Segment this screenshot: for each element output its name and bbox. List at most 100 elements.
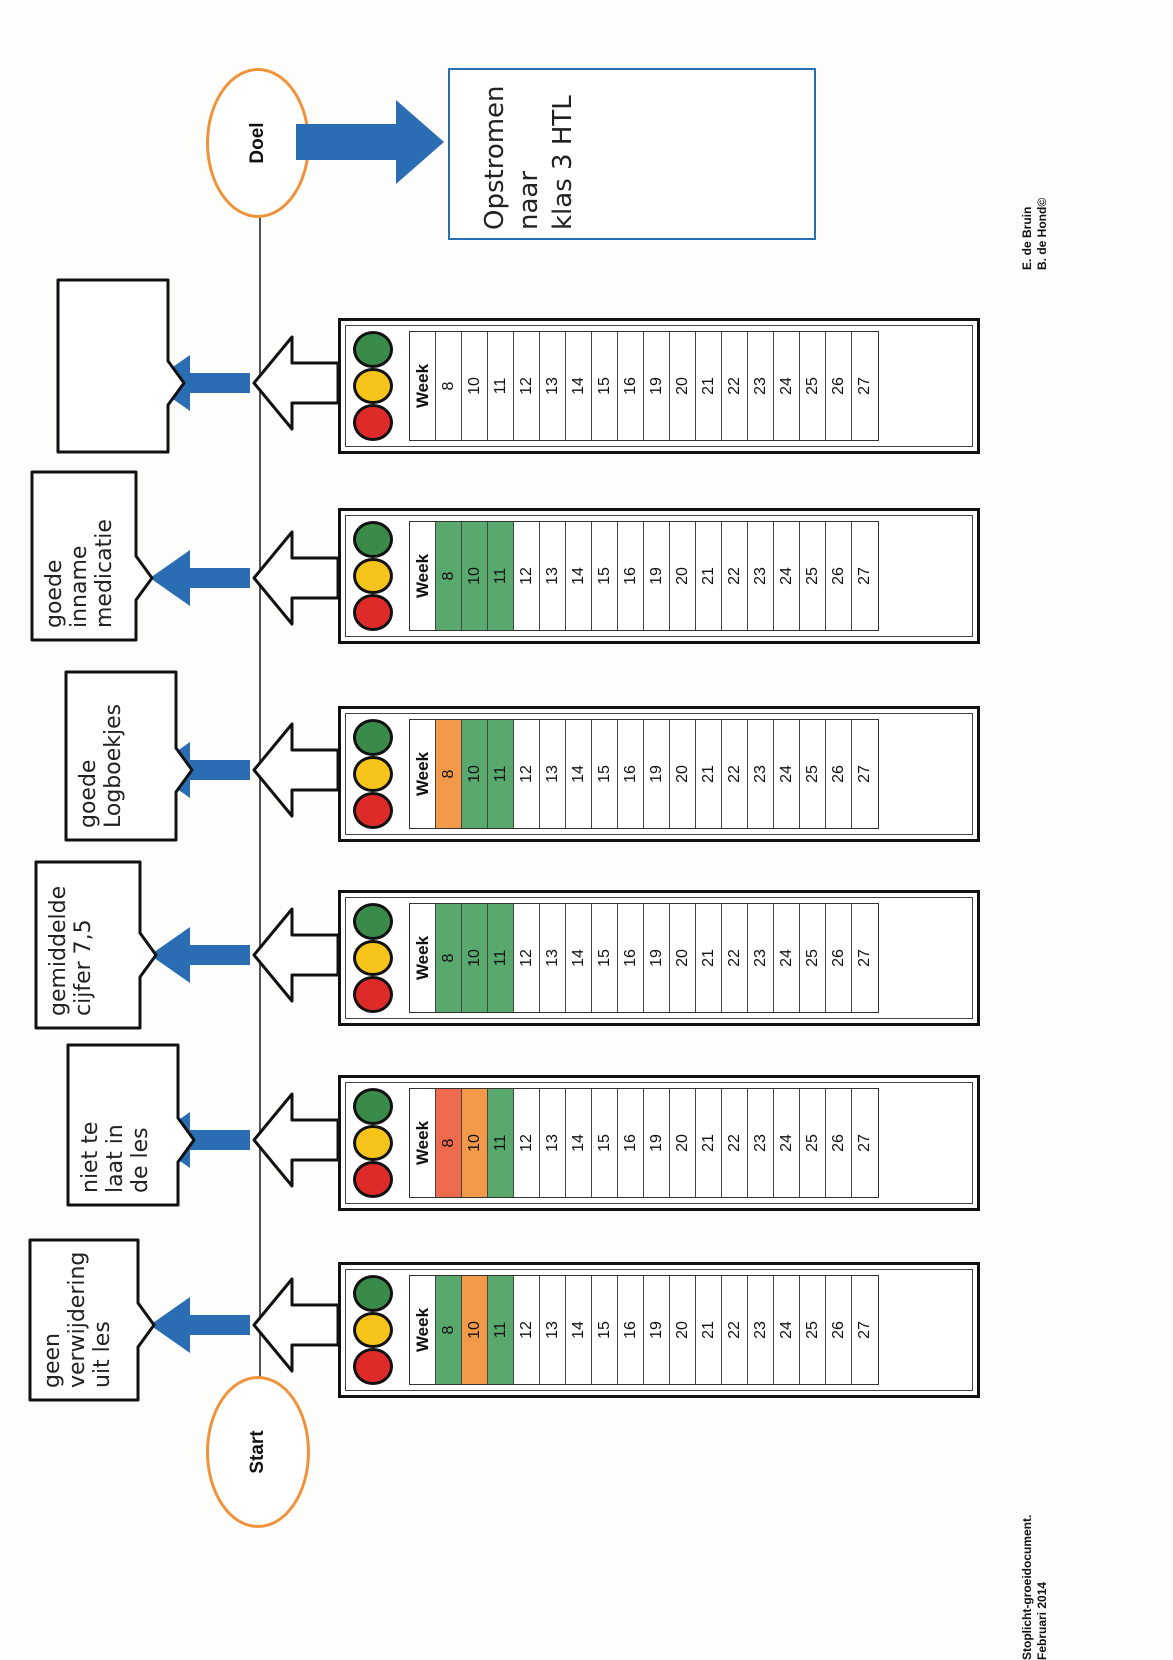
week-number: 12 xyxy=(517,567,535,585)
week-cell: 13 xyxy=(540,904,566,1012)
week-cell: 27 xyxy=(852,904,878,1012)
week-header: Week xyxy=(412,751,432,797)
week-cell: 11 xyxy=(488,720,514,828)
week-cell: 27 xyxy=(852,522,878,630)
speech-bubble xyxy=(28,1238,156,1402)
week-cell: 12 xyxy=(514,332,540,440)
week-number: 25 xyxy=(803,949,821,967)
week-number: 8 xyxy=(439,1138,457,1148)
week-number: 11 xyxy=(491,1321,509,1339)
week-number: 26 xyxy=(829,1321,847,1339)
week-cell: 15 xyxy=(592,1089,618,1197)
week-number: 19 xyxy=(647,567,665,585)
week-number: 19 xyxy=(647,1134,665,1152)
week-cell: 16 xyxy=(618,720,644,828)
traffic-light xyxy=(353,719,393,830)
week-cell: 12 xyxy=(514,720,540,828)
week-cell: 24 xyxy=(774,720,800,828)
week-header-cell: Week xyxy=(410,904,436,1012)
week-cell: 11 xyxy=(488,1089,514,1197)
hollow-arrow-icon xyxy=(252,907,340,1003)
week-number: 25 xyxy=(803,765,821,783)
week-cell: 23 xyxy=(748,720,774,828)
week-cell: 21 xyxy=(696,1089,722,1197)
week-cell: 10 xyxy=(462,332,488,440)
green-light-icon xyxy=(353,521,393,558)
week-number: 21 xyxy=(699,377,717,395)
week-cell: 19 xyxy=(644,1089,670,1197)
week-cell: 24 xyxy=(774,904,800,1012)
week-cell: 23 xyxy=(748,1089,774,1197)
week-number: 15 xyxy=(595,949,613,967)
speech-bubble xyxy=(66,1043,196,1207)
week-cell: 8 xyxy=(436,720,462,828)
yellow-light-icon xyxy=(353,1124,393,1162)
week-cell: 22 xyxy=(722,1276,748,1384)
week-cell: 20 xyxy=(670,720,696,828)
blue-arrow-icon xyxy=(150,1297,250,1353)
week-number: 8 xyxy=(439,769,457,779)
week-cell: 13 xyxy=(540,1276,566,1384)
week-number: 26 xyxy=(829,949,847,967)
week-cell: 27 xyxy=(852,1089,878,1197)
week-cell: 24 xyxy=(774,522,800,630)
week-cell: 8 xyxy=(436,332,462,440)
week-cell: 19 xyxy=(644,1276,670,1384)
week-number: 14 xyxy=(569,949,587,967)
week-header-cell: Week xyxy=(410,522,436,630)
week-cell: 27 xyxy=(852,1276,878,1384)
week-number: 22 xyxy=(725,1321,743,1339)
week-number: 11 xyxy=(491,949,509,967)
hollow-arrow-icon xyxy=(252,722,340,818)
week-number: 20 xyxy=(673,949,691,967)
week-cell: 14 xyxy=(566,522,592,630)
goal-label: Doel xyxy=(247,122,268,164)
week-number: 14 xyxy=(569,1321,587,1339)
week-cell: 20 xyxy=(670,1276,696,1384)
week-cell: 13 xyxy=(540,332,566,440)
week-number: 20 xyxy=(673,765,691,783)
week-number: 19 xyxy=(647,765,665,783)
week-number: 22 xyxy=(725,1134,743,1152)
week-cell: 27 xyxy=(852,332,878,440)
week-cell: 24 xyxy=(774,1089,800,1197)
week-number: 15 xyxy=(595,1321,613,1339)
green-light-icon xyxy=(353,719,393,756)
red-light-icon xyxy=(353,792,393,830)
week-number: 24 xyxy=(777,949,795,967)
week-number: 16 xyxy=(621,1134,639,1152)
week-number: 13 xyxy=(543,765,561,783)
week-cell: 25 xyxy=(800,522,826,630)
week-number: 16 xyxy=(621,567,639,585)
week-cell: 16 xyxy=(618,1276,644,1384)
goal-box xyxy=(448,68,816,240)
hollow-arrow-icon xyxy=(252,1092,340,1188)
week-number: 8 xyxy=(439,1325,457,1335)
week-cell: 13 xyxy=(540,1089,566,1197)
week-number: 24 xyxy=(777,1321,795,1339)
week-number: 22 xyxy=(725,765,743,783)
week-number: 21 xyxy=(699,949,717,967)
week-cell: 12 xyxy=(514,1276,540,1384)
week-cell: 12 xyxy=(514,1089,540,1197)
week-cell: 19 xyxy=(644,522,670,630)
week-cell: 16 xyxy=(618,904,644,1012)
week-cell: 25 xyxy=(800,904,826,1012)
week-cell: 12 xyxy=(514,522,540,630)
speech-bubble xyxy=(34,860,158,1030)
week-cell: 14 xyxy=(566,1089,592,1197)
week-cell: 23 xyxy=(748,522,774,630)
yellow-light-icon xyxy=(353,939,393,977)
week-cell: 11 xyxy=(488,332,514,440)
goal-ellipse xyxy=(206,68,310,218)
week-cell: 26 xyxy=(826,720,852,828)
week-cell: 21 xyxy=(696,1276,722,1384)
week-number: 24 xyxy=(777,377,795,395)
week-number: 10 xyxy=(465,949,483,967)
week-number: 8 xyxy=(439,953,457,963)
week-cell: 23 xyxy=(748,332,774,440)
week-number: 26 xyxy=(829,377,847,395)
week-number: 24 xyxy=(777,567,795,585)
